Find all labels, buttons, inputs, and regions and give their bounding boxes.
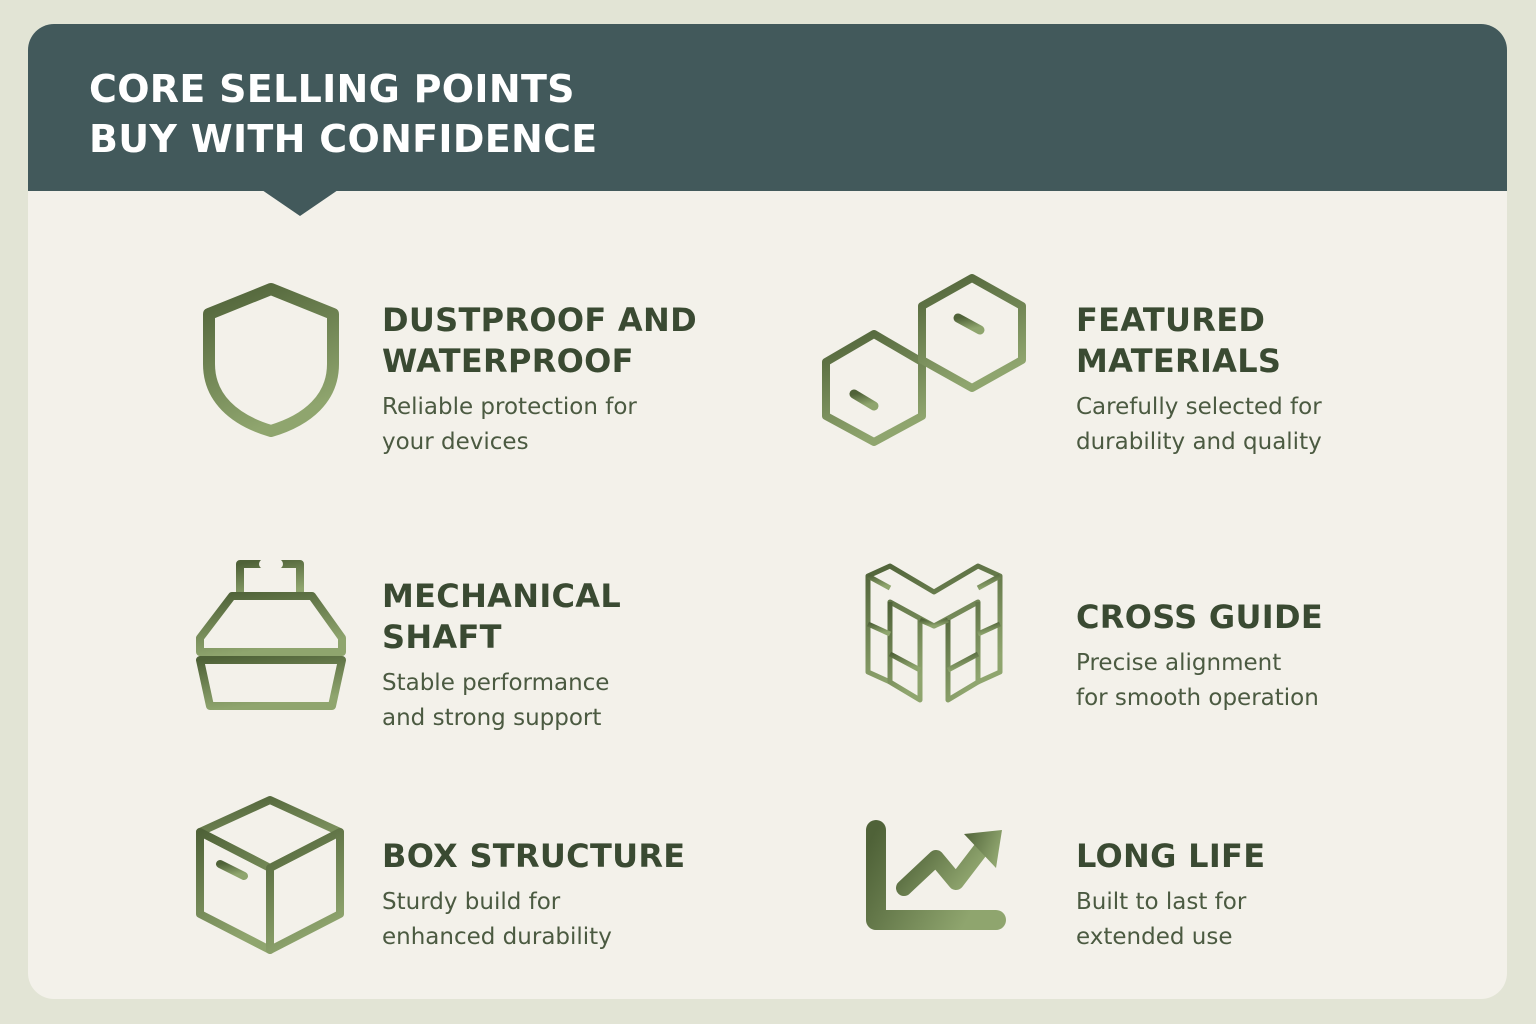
cross-guide-icon — [860, 562, 1010, 712]
feature-box-structure: BOX STRUCTURE Sturdy build for enhanced … — [382, 836, 762, 955]
feature-title: MECHANICAL SHAFT — [382, 577, 622, 656]
feature-long-life: LONG LIFE Built to last for extended use — [1076, 836, 1456, 955]
page-title: CORE SELLING POINTS BUY WITH CONFIDENCE — [89, 64, 598, 164]
feature-title: FEATURED MATERIALS — [1076, 301, 1282, 380]
feature-description: Stable performance and strong support — [382, 670, 610, 731]
shield-icon — [196, 280, 346, 440]
title-line-2: BUY WITH CONFIDENCE — [89, 117, 598, 161]
title-line-1: CORE SELLING POINTS — [89, 67, 575, 111]
feature-description: Sturdy build for enhanced durability — [382, 889, 612, 950]
feature-description: Precise alignment for smooth operation — [1076, 650, 1319, 711]
hexagon-molecule-icon — [816, 270, 1036, 450]
header-banner: CORE SELLING POINTS BUY WITH CONFIDENCE — [28, 24, 1507, 191]
box-icon — [194, 794, 354, 958]
mechanical-shaft-icon — [192, 556, 352, 716]
growth-chart-icon — [860, 820, 1010, 940]
header-pointer — [262, 190, 338, 216]
feature-mechanical-shaft: MECHANICAL SHAFT Stable performance and … — [382, 576, 762, 736]
feature-materials: FEATURED MATERIALS Carefully selected fo… — [1076, 300, 1456, 460]
feature-cross-guide: CROSS GUIDE Precise alignment for smooth… — [1076, 597, 1456, 716]
feature-description: Reliable protection for your devices — [382, 394, 637, 455]
feature-title: DUSTPROOF AND WATERPROOF — [382, 301, 697, 380]
feature-dustproof: DUSTPROOF AND WATERPROOF Reliable protec… — [382, 300, 762, 460]
feature-title: LONG LIFE — [1076, 837, 1266, 875]
feature-card: CORE SELLING POINTS BUY WITH CONFIDENCE … — [28, 24, 1507, 999]
feature-title: BOX STRUCTURE — [382, 837, 686, 875]
feature-description: Carefully selected for durability and qu… — [1076, 394, 1322, 455]
feature-title: CROSS GUIDE — [1076, 598, 1324, 636]
feature-description: Built to last for extended use — [1076, 889, 1247, 950]
